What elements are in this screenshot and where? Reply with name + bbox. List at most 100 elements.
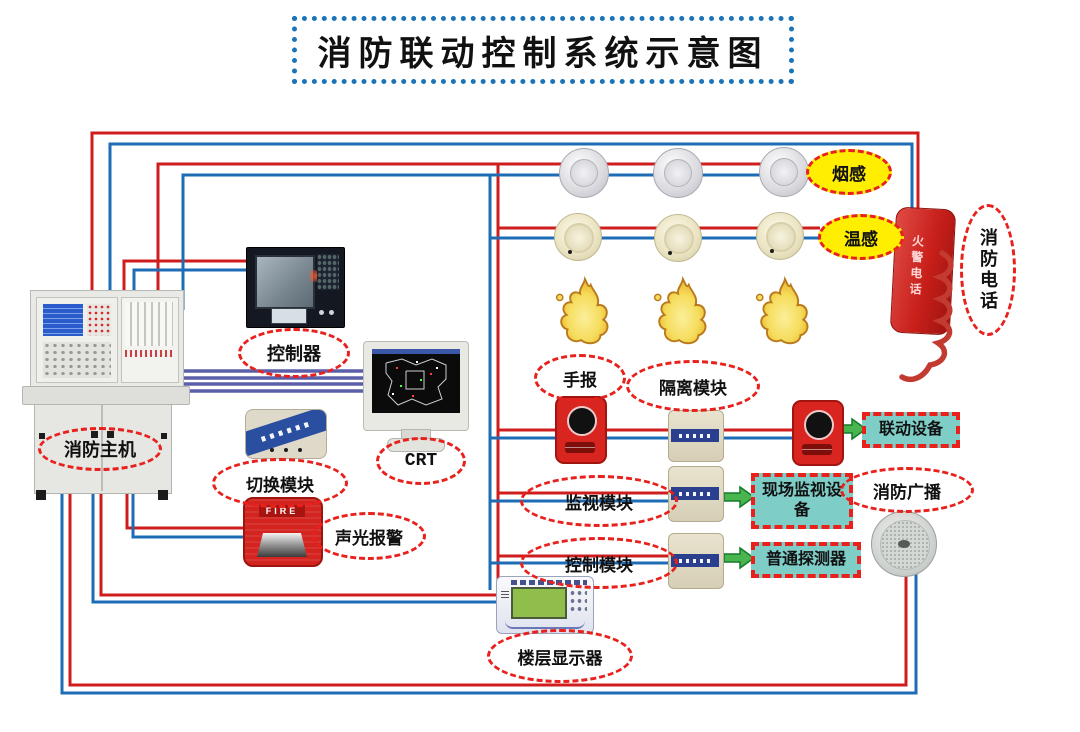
console-right-panel (121, 297, 179, 383)
site-monitoring-equipment-text: 现场监视设备 (761, 482, 842, 519)
linkage-equipment-text: 联动设备 (878, 421, 943, 438)
heat-detector (554, 213, 602, 261)
label-isolation-module-text: 隔离模块 (659, 378, 727, 398)
crt-bundle-wires (172, 369, 382, 393)
fire-phone-cord (899, 250, 954, 383)
label-smoke-sensor-text: 烟感 (832, 164, 866, 184)
strobe-fire-label: FIRE (259, 505, 305, 517)
green-arrows (723, 417, 868, 570)
heat-detector-rings (564, 223, 594, 253)
controller-button (329, 310, 334, 315)
cabinet-hinge-left (39, 433, 45, 439)
manual-call-point (792, 400, 844, 466)
module-band (671, 429, 719, 442)
crt-bezel (363, 341, 469, 431)
label-main-console: 消防主机 (38, 427, 162, 471)
arrow-to-site-monitoring (723, 485, 756, 509)
heat-detector-rings (664, 224, 694, 254)
manual-call-bottom-band (565, 442, 595, 453)
label-switch-module-text: 切换模块 (246, 475, 314, 495)
heat-detector (756, 212, 804, 260)
label-sound-light-alarm: 声光报警 (312, 512, 426, 560)
label-heat-sensor-text: 温感 (844, 229, 878, 249)
label-floor-display: 楼层显示器 (487, 629, 633, 683)
smoke-detector (559, 148, 609, 198)
strobe-fire-text: FIRE (265, 506, 299, 516)
wire-floor-display-blue (91, 480, 510, 604)
switch-module-dot (270, 448, 274, 452)
wire-console-phone-red (90, 131, 920, 310)
label-crt-text: CRT (404, 451, 438, 471)
console-led-strip (87, 304, 111, 336)
arrow-to-ordinary-detector (723, 546, 756, 570)
controller-device (246, 247, 345, 328)
smoke-detector-inner (664, 159, 692, 187)
heat-detector-rings (766, 222, 796, 252)
wire-floor-display-red (99, 480, 510, 597)
label-control-module-text: 控制模块 (565, 555, 633, 575)
module-band-marks (679, 559, 713, 563)
floor-display-swoosh (505, 621, 585, 629)
module-band (671, 487, 719, 500)
site-monitoring-equipment-box: 现场监视设备 (751, 473, 853, 529)
label-fire-phone-text: 消防电话 (978, 228, 998, 312)
manual-call-bottom-band (802, 444, 832, 455)
floor-display-menu-lines (501, 591, 509, 599)
console-indicator-row (125, 350, 173, 357)
console-desk (22, 386, 190, 405)
manual-call-point (555, 396, 607, 464)
label-manual-call-point: 手报 (534, 354, 626, 402)
label-monitor-module-text: 监视模块 (565, 493, 633, 513)
label-crt: CRT (376, 437, 466, 485)
module-band-marks (679, 492, 713, 496)
label-sound-light-alarm-text: 声光报警 (335, 528, 403, 548)
label-main-console-text: 消防主机 (64, 440, 136, 460)
smoke-detector-inner (770, 158, 798, 186)
switch-module-dot (298, 448, 302, 452)
controller-button (319, 310, 324, 315)
label-heat-sensor: 温感 (818, 214, 904, 260)
sound-light-alarm-device: FIRE (243, 497, 323, 567)
console-keypad (43, 342, 111, 378)
label-smoke-sensor: 烟感 (806, 149, 892, 195)
console-slats (125, 302, 173, 346)
label-fire-phone: 消防电话 (960, 204, 1016, 336)
heat-detector (654, 214, 702, 262)
linkage-equipment-box: 联动设备 (862, 412, 960, 448)
module-band-marks (679, 434, 713, 438)
module-band (671, 554, 719, 567)
cabinet-foot (36, 490, 46, 500)
controller-screen (255, 255, 315, 309)
label-isolation-module: 隔离模块 (626, 360, 760, 412)
monitor-module-device (668, 466, 724, 522)
manual-call-button (804, 410, 834, 440)
manual-call-button (567, 406, 597, 436)
console-screen (43, 304, 83, 336)
flame-icon (755, 276, 809, 345)
label-switch-module: 切换模块 (212, 458, 348, 508)
label-floor-display-text: 楼层显示器 (517, 648, 603, 668)
wire-console-phone-blue (108, 142, 914, 310)
smoke-detector (759, 147, 809, 197)
controller-keypad (317, 254, 339, 290)
isolation-module-device (668, 410, 724, 462)
label-manual-call-point-text: 手报 (563, 370, 597, 390)
smoke-detector (653, 148, 703, 198)
controller-mini-display (271, 308, 307, 324)
diagram-title-text: 消防联动控制系统示意图 (317, 35, 769, 73)
console-upper-unit (30, 290, 184, 388)
label-monitor-module: 监视模块 (520, 475, 678, 527)
ordinary-detector-text: 普通探测器 (765, 551, 846, 568)
label-control-module: 控制模块 (520, 537, 678, 589)
wire-broadcast-loop-red (68, 480, 908, 687)
console-left-panel (36, 297, 118, 383)
wire-strobe-blue (131, 480, 260, 539)
speaker-center (898, 540, 910, 548)
floor-display-buttons (569, 589, 587, 613)
wire-strobe-red (125, 480, 260, 530)
ceiling-speaker (871, 511, 937, 577)
label-controller-text: 控制器 (267, 344, 321, 364)
flame-icon (555, 276, 609, 345)
cabinet-foot (158, 490, 168, 500)
cabinet-hinge-right (161, 433, 167, 439)
